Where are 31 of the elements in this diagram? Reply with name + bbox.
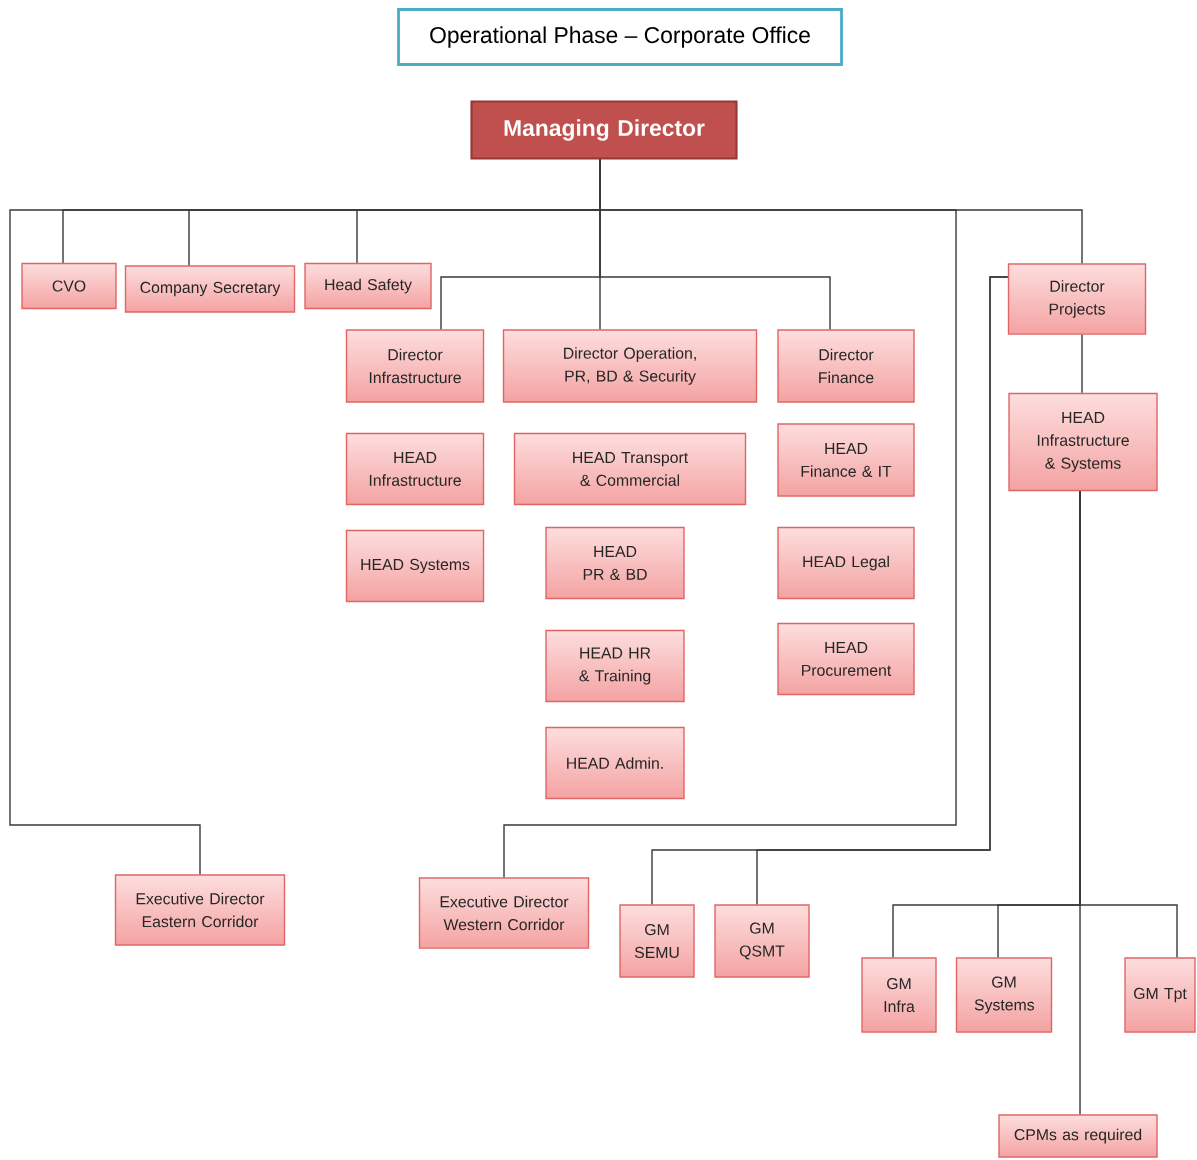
role-box: HEAD PR & BD (545, 526, 685, 600)
role-box: HEAD Systems (345, 529, 485, 603)
role-box: HEAD Transport & Commercial (513, 432, 747, 506)
role-box: HEAD Legal (777, 526, 915, 600)
connector-line (503, 158, 957, 878)
role-box: HEAD Finance & IT (777, 423, 915, 497)
role-box: HEAD Admin. (545, 726, 685, 800)
role-box: Head Safety (304, 262, 432, 310)
title-box: Operational Phase – Corporate Office (397, 8, 843, 66)
role-box: CPMs as required (998, 1114, 1158, 1158)
role-box: Executive Director Eastern Corridor (114, 874, 286, 946)
connector-line (1081, 334, 1083, 394)
role-box: Company Secretary (124, 265, 296, 313)
role-box: Director Infrastructure (345, 329, 485, 403)
role-box: Director Projects (1007, 263, 1147, 335)
role-box: GM Systems (955, 957, 1053, 1033)
role-box: GM QSMT (714, 904, 810, 978)
role-box: HEAD Infrastructure (345, 432, 485, 506)
connector-line (1079, 490, 1081, 1115)
role-box: CVO (21, 262, 117, 310)
role-box: Executive Director Western Corridor (418, 877, 590, 949)
connector-line (756, 276, 1009, 905)
role-box: GM Infra (861, 957, 937, 1033)
role-box: Director Finance (777, 329, 915, 403)
role-box: Managing Director (470, 100, 738, 160)
role-box: HEAD Procurement (777, 622, 915, 696)
role-box: Director Operation, PR, BD & Security (502, 329, 758, 403)
role-box: GM SEMU (619, 904, 695, 978)
role-box: GM Tpt (1124, 957, 1196, 1033)
role-box: HEAD HR & Training (545, 629, 685, 703)
role-box: HEAD Infrastructure & Systems (1008, 392, 1158, 492)
